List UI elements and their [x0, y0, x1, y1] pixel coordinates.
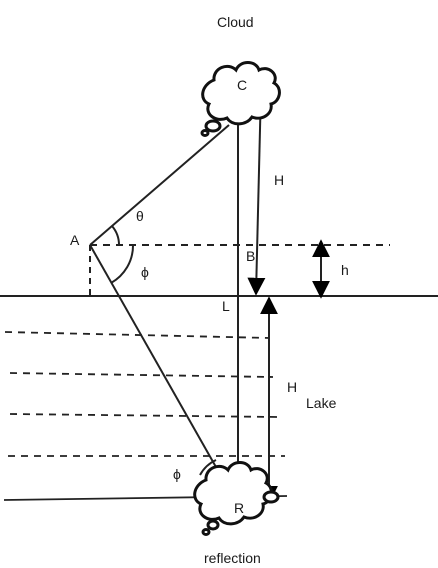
- angle-theta-label: θ: [136, 208, 144, 224]
- lake-dash-1: [4, 331, 271, 339]
- point-a-label: A: [70, 232, 80, 248]
- line-a-to-cloud: [89, 124, 230, 246]
- height-upper-label: H: [274, 172, 285, 188]
- angle-phi-label: ϕ: [141, 264, 149, 280]
- angle-arc-phi-r: [199, 459, 217, 476]
- reflection-label: reflection: [204, 550, 261, 566]
- height-lower-label: H: [287, 379, 298, 395]
- line-a-to-reflection: [89, 244, 230, 491]
- cloud-icon: [200, 61, 281, 137]
- lake-label: Lake: [306, 395, 337, 411]
- angle-arc-phi: [110, 244, 135, 284]
- height-small-label: h: [341, 262, 349, 278]
- angle-phi-r-label: ϕ: [173, 466, 181, 482]
- point-b-label: B: [246, 248, 256, 264]
- point-c-label: C: [237, 77, 248, 93]
- reflection-cloud-icon: [193, 461, 280, 536]
- cloud-label: Cloud: [217, 14, 254, 30]
- point-r-label: R: [234, 500, 245, 516]
- arrow-h-upper: [247, 86, 270, 296]
- angle-arc-theta: [111, 225, 121, 246]
- lake-dash-2: [9, 372, 274, 378]
- lake-dash-3: [9, 413, 279, 418]
- point-l-label: L: [222, 298, 230, 314]
